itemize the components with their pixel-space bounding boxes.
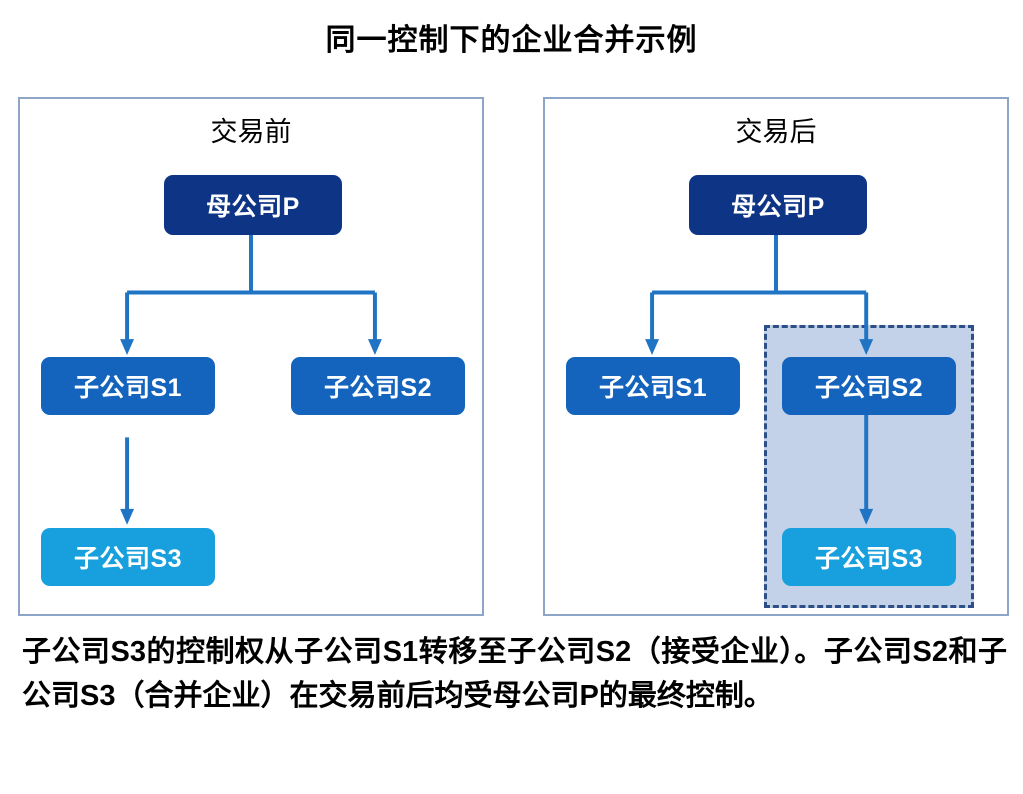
- node-parent-company-before[interactable]: 母公司P: [164, 175, 342, 235]
- node-subsidiary-s1-before[interactable]: 子公司S1: [41, 357, 215, 415]
- node-label: 子公司S1: [598, 374, 708, 402]
- node-label: 子公司S2: [814, 374, 924, 402]
- node-parent-company-after[interactable]: 母公司P: [689, 175, 867, 235]
- node-label: 子公司S1: [73, 374, 183, 402]
- panel-after-title: 交易后: [735, 117, 817, 147]
- panel-after-transaction: 交易后 母公司P 子公司S1 子公司S2: [543, 97, 1009, 616]
- node-subsidiary-s3-after[interactable]: 子公司S3: [782, 528, 956, 586]
- node-subsidiary-s3-before[interactable]: 子公司S3: [41, 528, 215, 586]
- panel-before-title: 交易前: [210, 117, 292, 147]
- node-label: 子公司S3: [814, 545, 924, 573]
- node-subsidiary-s2-before[interactable]: 子公司S2: [291, 357, 465, 415]
- node-label: 母公司P: [731, 193, 825, 221]
- node-label: 子公司S3: [73, 545, 183, 573]
- page-title: 同一控制下的企业合并示例: [325, 24, 698, 57]
- caption-text: 子公司S3的控制权从子公司S1转移至子公司S2（接受企业）。子公司S2和子公司S…: [22, 636, 1007, 712]
- node-subsidiary-s1-after[interactable]: 子公司S1: [566, 357, 740, 415]
- node-label: 子公司S2: [323, 374, 433, 402]
- node-label: 母公司P: [206, 193, 300, 221]
- node-subsidiary-s2-after[interactable]: 子公司S2: [782, 357, 956, 415]
- panel-before-transaction: 交易前 母公司P 子公司S1 子公司S2 子公司S3: [18, 97, 484, 616]
